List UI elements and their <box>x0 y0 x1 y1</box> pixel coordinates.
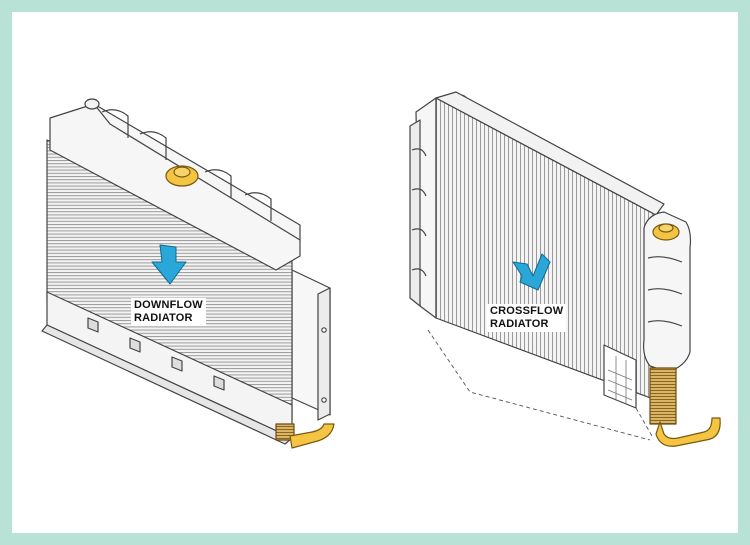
downflow-radiator <box>41 98 335 449</box>
crossflow-label: CROSSFLOW RADIATOR <box>487 304 567 332</box>
downflow-flow-arrow <box>151 244 187 285</box>
downflow-label-line2: RADIATOR <box>134 312 193 324</box>
downflow-label-line1: DOWNFLOW <box>134 299 203 311</box>
crossflow-flow-arrow <box>512 253 551 291</box>
crossflow-label-line1: CROSSFLOW <box>490 305 564 317</box>
crossflow-radiator <box>409 91 721 447</box>
crossflow-label-line2: RADIATOR <box>490 318 549 330</box>
downflow-outlet-pipe <box>289 423 335 449</box>
downflow-label: DOWNFLOW RADIATOR <box>131 298 206 326</box>
crossflow-outlet-pipe <box>655 417 721 447</box>
crossflow-right-tank <box>643 211 692 373</box>
